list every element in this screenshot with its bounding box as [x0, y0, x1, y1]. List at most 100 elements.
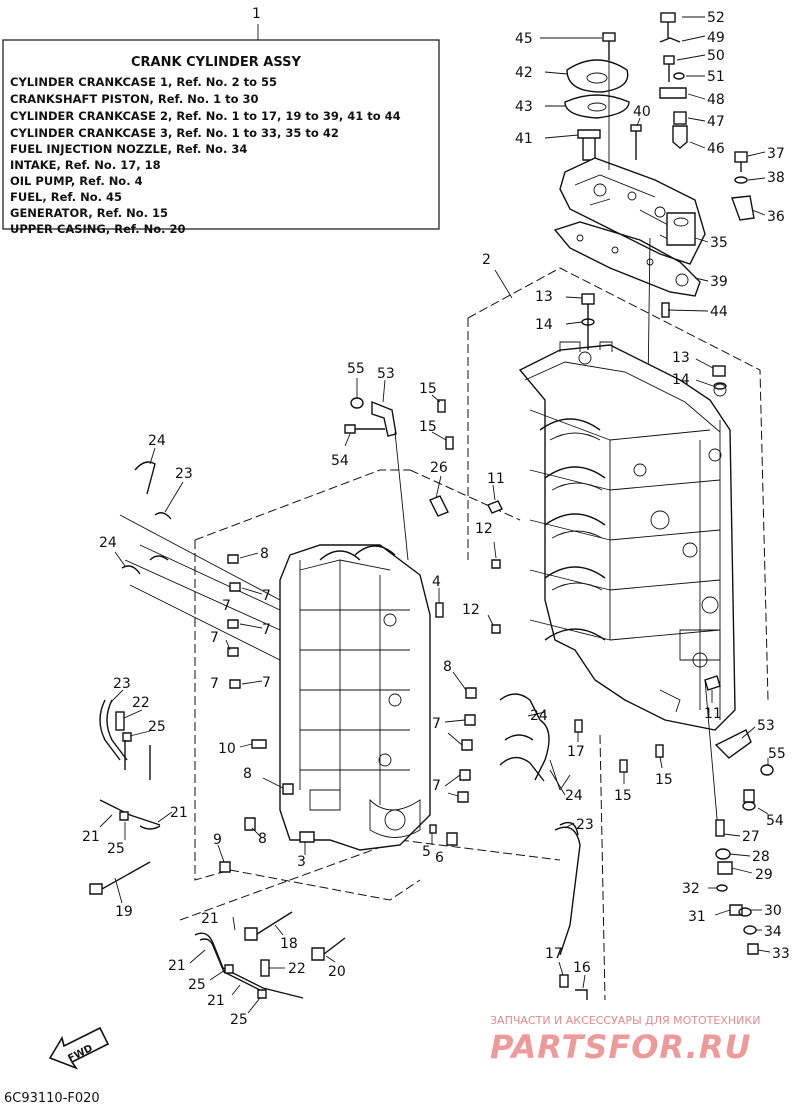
callout-label: 28: [752, 849, 770, 865]
callout-label: 53: [377, 366, 395, 382]
callout-label: 41: [515, 131, 533, 147]
assembly-outlines: [179, 267, 769, 1001]
callout-label: 51: [707, 69, 725, 85]
callout-label: 8: [260, 546, 269, 562]
callout-label: 17: [567, 744, 585, 760]
callout-label: 36: [767, 209, 785, 225]
hoses-and-fittings: [89, 447, 346, 1014]
callout-label: 53: [757, 718, 775, 734]
callout-label: 30: [764, 903, 782, 919]
callout-label: 43: [515, 99, 533, 115]
callout-label: 12: [462, 602, 480, 618]
callout-label: 22: [288, 961, 306, 977]
callout-label: 13: [672, 350, 690, 366]
callout-label: 22: [132, 695, 150, 711]
callout-label: 34: [764, 924, 782, 940]
callout-label: 21: [168, 958, 186, 974]
callout-label: 8: [243, 766, 252, 782]
callout-label: 54: [766, 813, 784, 829]
callout-label: 16: [573, 960, 591, 976]
callout-label: 35: [710, 235, 728, 251]
center-hoses: [429, 475, 588, 1000]
assembly-line: INTAKE, Ref. No. 17, 18: [10, 158, 161, 172]
assembly-line: FUEL INJECTION NOZZLE, Ref. No. 34: [10, 142, 247, 156]
assembly-legend-box: 1 CRANK CYLINDER ASSY CYLINDER CRANKCASE…: [2, 6, 440, 236]
callout-label: 26: [430, 460, 448, 476]
callout-label: 21: [207, 993, 225, 1009]
callout-label: 39: [710, 274, 728, 290]
callout-label: 15: [419, 419, 437, 435]
callout-label: 15: [614, 788, 632, 804]
callout-label: 7: [262, 622, 271, 638]
callout-label: 7: [222, 598, 231, 614]
callout-label: 24: [530, 708, 548, 724]
callout-labels: 52 45 49 50 42 51 48 43 40 47 41 46 37 3…: [82, 10, 790, 1028]
callout-label: 6: [435, 850, 444, 866]
callout-label: 55: [347, 361, 365, 377]
right-lower-parts: [708, 819, 771, 955]
callout-label: 14: [672, 372, 690, 388]
crankcase-left-block: [279, 544, 431, 851]
callout-label: 15: [419, 381, 437, 397]
crankcase-right-block: [431, 293, 736, 784]
callout-label: 24: [565, 788, 583, 804]
assembly-line: CYLINDER CRANKCASE 3, Ref. No. 1 to 33, …: [10, 126, 339, 140]
callout-label: 54: [331, 453, 349, 469]
callout-label: 7: [432, 716, 441, 732]
callout-label: 50: [707, 48, 725, 64]
fwd-arrow: FWD: [48, 1026, 110, 1070]
callout-label: 33: [772, 946, 790, 962]
callout-label: 21: [82, 829, 100, 845]
callout-label: 20: [328, 964, 346, 980]
callout-label: 32: [682, 881, 700, 897]
top-cover-parts: [540, 12, 766, 391]
callout-label: 52: [707, 10, 725, 26]
callout-label: 49: [707, 30, 725, 46]
callout-label: 23: [175, 466, 193, 482]
callout-label: 7: [432, 778, 441, 794]
callout-label: 2: [482, 252, 491, 268]
watermark-tagline: ЗАПЧАСТИ И АКСЕССУАРЫ ДЛЯ МОТОТЕХНИКИ: [490, 1014, 760, 1027]
callout-label: 3: [297, 854, 306, 870]
callout-label: 7: [262, 588, 271, 604]
callout-label: 11: [487, 471, 505, 487]
callout-label: 25: [188, 977, 206, 993]
callout-label: 47: [707, 114, 725, 130]
callout-label: 7: [210, 676, 219, 692]
callout-label: 29: [755, 867, 773, 883]
callout-label: 14: [535, 317, 553, 333]
assembly-title: CRANK CYLINDER ASSY: [131, 55, 301, 70]
callout-label: 44: [710, 304, 728, 320]
watermark-logo: ЗАПЧАСТИ И АКСЕССУАРЫ ДЛЯ МОТОТЕХНИКИ PA…: [490, 1014, 760, 1066]
assembly-line: CYLINDER CRANKCASE 2, Ref. No. 1 to 17, …: [10, 109, 401, 123]
callout-label: 5: [422, 844, 431, 860]
callout-label: 37: [767, 146, 785, 162]
assembly-line: UPPER CASING, Ref. No. 20: [10, 222, 186, 236]
drawing-code: 6C93110-F020: [4, 1091, 100, 1106]
callout-label: 42: [515, 65, 533, 81]
callout-label: 45: [515, 31, 533, 47]
callout-assembly-ref: 1: [252, 6, 261, 22]
callout-label: 13: [535, 289, 553, 305]
callout-label: 23: [576, 817, 594, 833]
watermark-brand: PARTSFOR.RU: [490, 1028, 751, 1066]
callout-label: 9: [213, 832, 222, 848]
callout-label: 27: [742, 829, 760, 845]
callout-label: 8: [258, 831, 267, 847]
callout-label: 31: [688, 909, 706, 925]
callout-label: 24: [99, 535, 117, 551]
callout-label: 21: [201, 911, 219, 927]
callout-label: 46: [707, 141, 725, 157]
callout-label: 55: [768, 746, 786, 762]
callout-label: 7: [210, 630, 219, 646]
bracket-parts: [344, 378, 774, 831]
callout-label: 8: [443, 659, 452, 675]
callout-label: 25: [148, 719, 166, 735]
callout-label: 15: [655, 772, 673, 788]
assembly-line: CRANKSHAFT PISTON, Ref. No. 1 to 30: [10, 92, 259, 106]
callout-label: 17: [545, 946, 563, 962]
callout-label: 7: [262, 675, 271, 691]
callout-label: 25: [107, 841, 125, 857]
callout-label: 21: [170, 805, 188, 821]
